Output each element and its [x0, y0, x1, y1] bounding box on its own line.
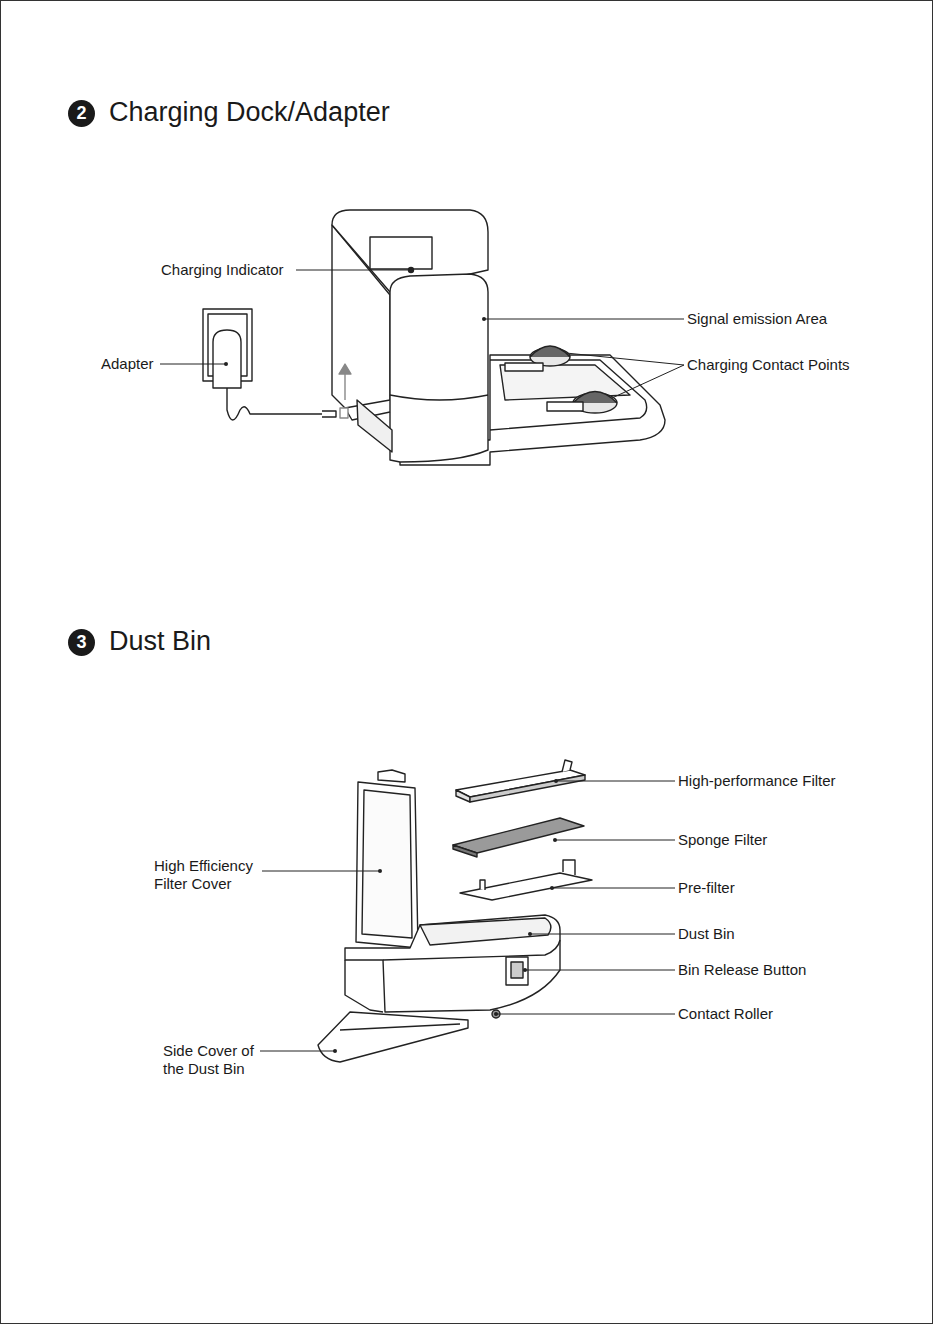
part-label: Signal emission Area	[687, 310, 827, 328]
part-label: Pre-filter	[678, 879, 735, 897]
part-label: Charging Contact Points	[687, 356, 850, 374]
leader-lines	[160, 270, 684, 1051]
section-number: 2Charging Dock/Adapter	[68, 100, 95, 127]
section-heading: Charging Dock/Adapter	[109, 95, 390, 129]
callout-number: 3	[68, 629, 95, 656]
part-label: Bin Release Button	[678, 961, 806, 979]
part-label: Charging Indicator	[161, 261, 284, 279]
part-label: Dust Bin	[678, 925, 735, 943]
leader-dots	[224, 317, 558, 1053]
section-heading: Dust Bin	[109, 624, 211, 658]
dust-bin-drawing	[318, 760, 592, 1062]
part-label: Side Cover of the Dust Bin	[163, 1042, 263, 1078]
part-label: Adapter	[101, 355, 154, 373]
callout-number: 2	[68, 100, 95, 127]
part-label: High-performance Filter	[678, 772, 836, 790]
section-number: 3Dust Bin	[68, 629, 95, 656]
part-label: High Efficiency Filter Cover	[154, 857, 266, 893]
charging-dock-drawing	[332, 210, 665, 465]
part-label: Sponge Filter	[678, 831, 767, 849]
part-label: Contact Roller	[678, 1005, 773, 1023]
